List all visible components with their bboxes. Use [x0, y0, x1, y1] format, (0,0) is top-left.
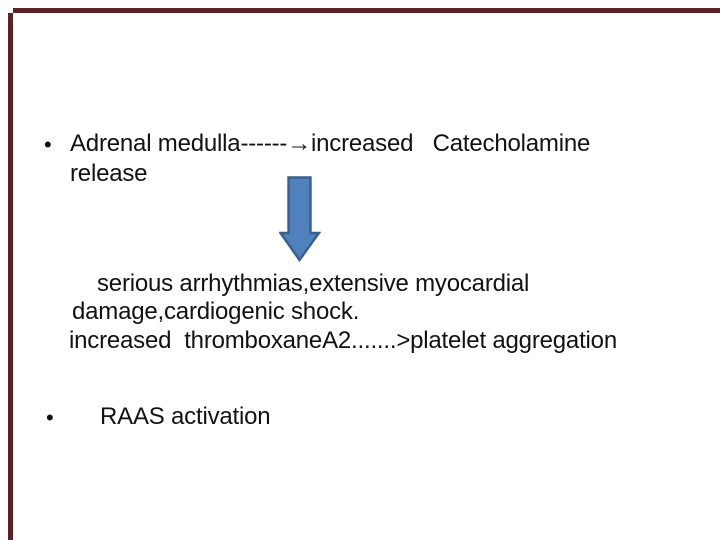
slide-frame-top-border [13, 8, 720, 13]
bullet1-line1: Adrenal medulla------→increased Catechol… [70, 130, 591, 157]
bullet-marker: • [46, 405, 54, 430]
paragraph-line1: serious arrhythmias,extensive myocardial [97, 270, 530, 297]
paragraph-line2: damage,cardiogenic shock. [72, 298, 360, 325]
down-block-arrow-path [278, 176, 322, 263]
slide-frame-left-border [8, 13, 13, 540]
paragraph-line3: increased thromboxaneA2.......>platelet … [69, 327, 617, 354]
bullet1-line2: release [70, 160, 148, 187]
down-block-arrow [278, 176, 322, 268]
bullet-marker: • [44, 132, 52, 157]
bullet2-label: RAAS activation [100, 403, 271, 430]
